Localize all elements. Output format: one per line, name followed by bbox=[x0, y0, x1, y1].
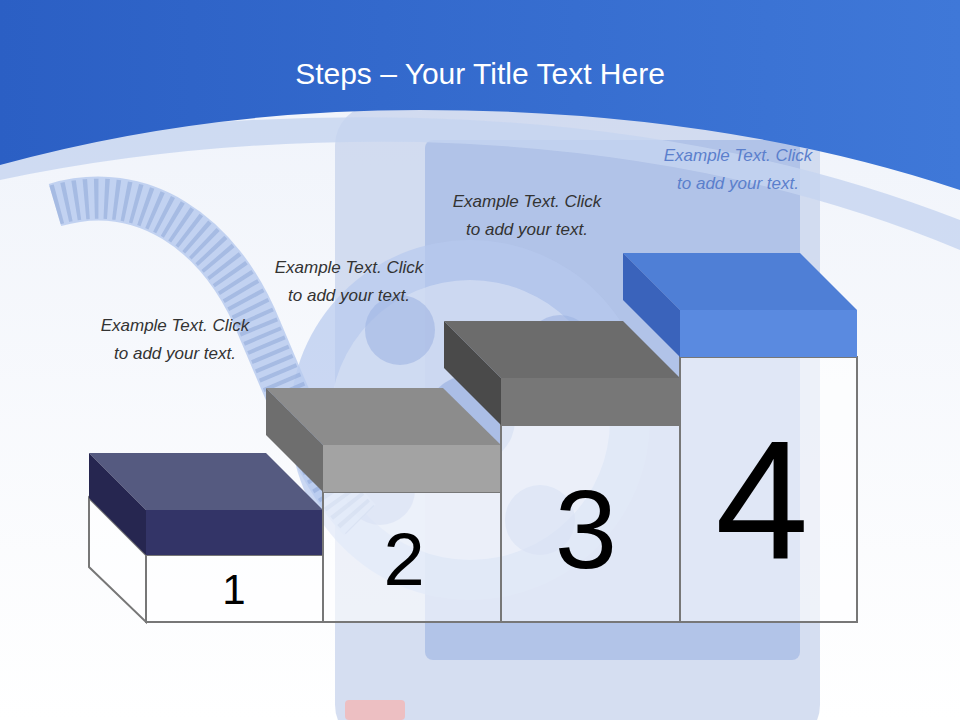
slab-side bbox=[89, 453, 146, 555]
step-number: 1 bbox=[222, 569, 245, 611]
header-band bbox=[0, 0, 960, 190]
step-column: Example Text. Click to add your text. 4 bbox=[623, 142, 857, 622]
column-front bbox=[146, 555, 323, 622]
step-column: Example Text. Click to add your text. 2 bbox=[266, 254, 501, 622]
slab-front bbox=[501, 378, 680, 425]
column-front bbox=[323, 492, 501, 622]
slab-side bbox=[623, 253, 680, 357]
example-text: Example Text. Click to add your text. bbox=[452, 188, 602, 244]
column-front bbox=[680, 357, 857, 622]
slab-front bbox=[680, 310, 857, 357]
slab-side bbox=[444, 321, 501, 425]
phone-button bbox=[345, 700, 405, 720]
slab-side bbox=[266, 388, 323, 492]
step-column: Example Text. Click to add your text. 3 bbox=[444, 188, 680, 622]
step-column: Example Text. Click to add your text. 1 bbox=[89, 312, 323, 622]
step-number: 2 bbox=[383, 523, 424, 597]
slab-front bbox=[146, 510, 323, 555]
example-text: Example Text. Click to add your text. bbox=[663, 142, 813, 198]
example-text: Example Text. Click to add your text. bbox=[100, 312, 250, 368]
reel-hole bbox=[365, 295, 435, 365]
slide-title: Steps – Your Title Text Here bbox=[0, 54, 960, 94]
example-text: Example Text. Click to add your text. bbox=[274, 254, 424, 310]
column-front bbox=[501, 425, 680, 622]
slab-front bbox=[323, 445, 501, 492]
step-number: 3 bbox=[555, 474, 617, 586]
step-number: 4 bbox=[715, 416, 808, 584]
